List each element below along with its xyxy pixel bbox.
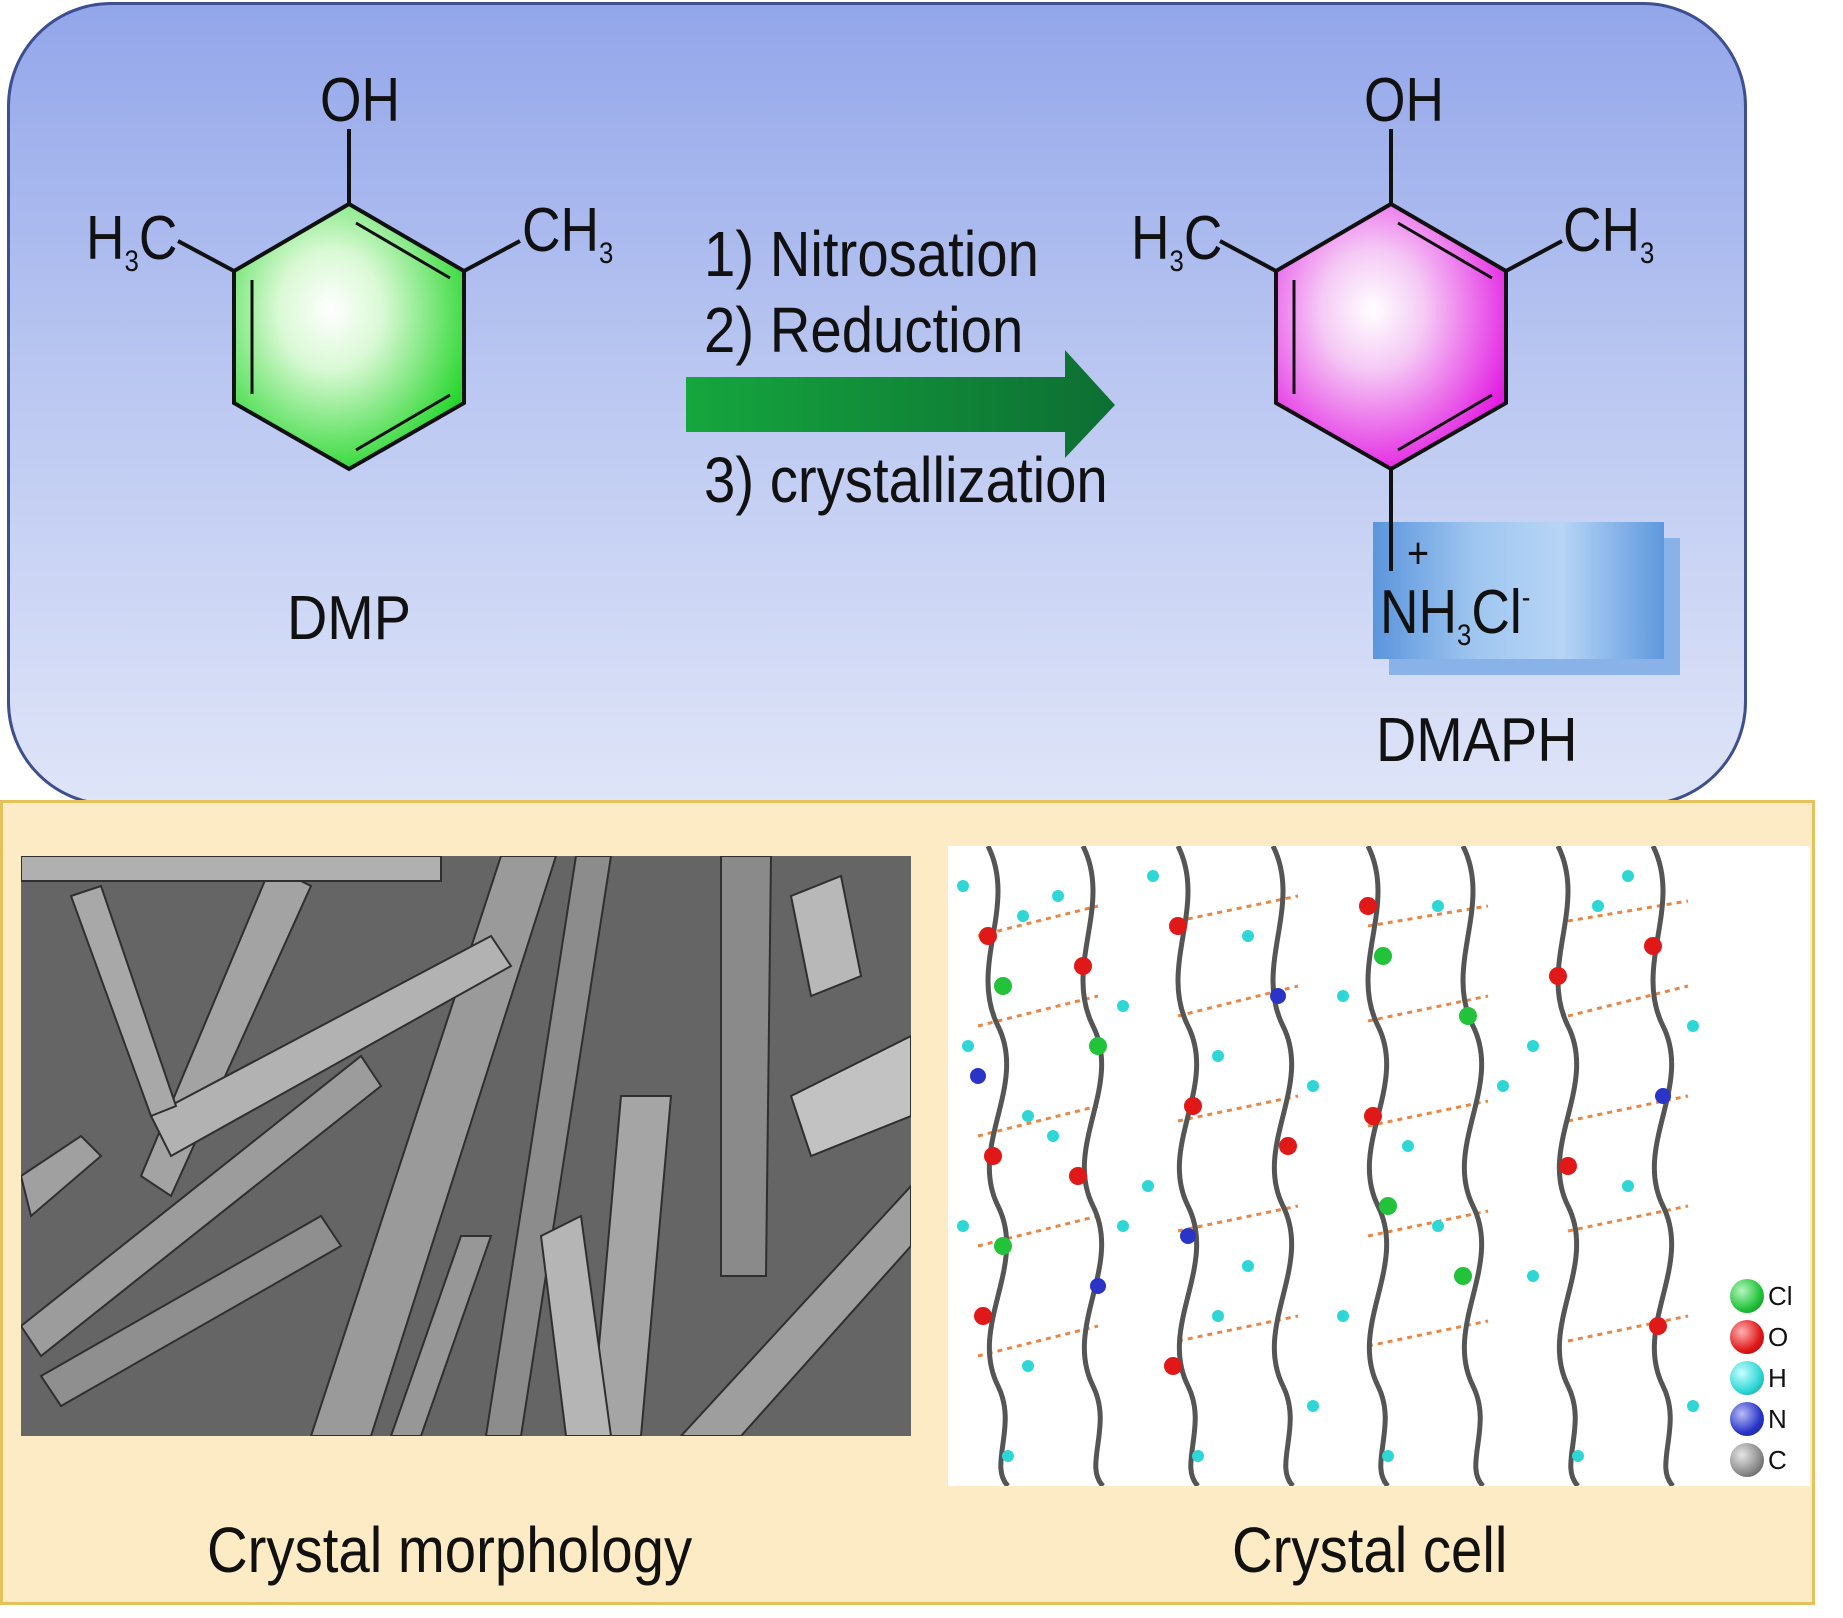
dmp-left-methyl-label: H3C [86,204,178,278]
carbon-atom-swatch [1730,1443,1764,1477]
dmp-benzene-ring [232,201,466,472]
reaction-step-3: 3) crystallization [704,444,1108,516]
legend-item-o: O [1730,1320,1788,1354]
reaction-step-1: 1) Nitrosation [704,218,1039,290]
nitrogen-atom-swatch [1730,1402,1764,1436]
legend-label-cl: Cl [1768,1280,1793,1311]
legend-item-h: H [1730,1361,1787,1395]
sem-micrograph-image [21,856,911,1436]
legend-label-h: H [1768,1362,1787,1393]
chlorine-atom-swatch [1730,1279,1764,1313]
legend-item-n: N [1730,1402,1787,1436]
dmaph-hydroxyl-label: OH [1364,66,1444,135]
dmp-molecule [177,129,521,472]
dmaph-name-label: DMAPH [1376,706,1578,775]
dmp-name-label: DMP [287,584,412,653]
legend-label-o: O [1768,1321,1789,1352]
dmaph-right-methyl-label: CH3 [1563,196,1655,270]
ammonium-chloride-label: NH3Cl- [1380,578,1531,652]
legend-item-cl: Cl [1730,1279,1793,1313]
dmaph-benzene-ring [1274,201,1508,472]
hydrogen-atom-swatch [1730,1361,1764,1395]
oxygen-atom-swatch [1730,1320,1764,1354]
dmp-hydroxyl-label: OH [320,66,400,135]
reaction-scheme-panel: OH H3C CH3 DMP 1) Nitrosation 2) Reducti… [7,2,1747,806]
reaction-structures [177,129,1563,472]
crystal-morphology-caption: Crystal morphology [207,1514,693,1586]
dmaph-left-methyl-label: H3C [1131,204,1223,278]
dmp-right-methyl-label: CH3 [522,196,614,270]
legend-label-c: C [1768,1444,1787,1475]
dmaph-molecule [1219,129,1563,472]
legend-label-n: N [1768,1403,1787,1434]
crystal-cell-caption: Crystal cell [1232,1514,1508,1586]
ammonium-chloride-box [1373,522,1664,659]
reaction-step-2: 2) Reduction [704,294,1024,366]
crystal-cell-packing-image [948,846,1810,1486]
reaction-arrow [686,350,1115,458]
legend-item-c: C [1730,1443,1787,1477]
charge-plus-sign: + [1407,529,1430,578]
